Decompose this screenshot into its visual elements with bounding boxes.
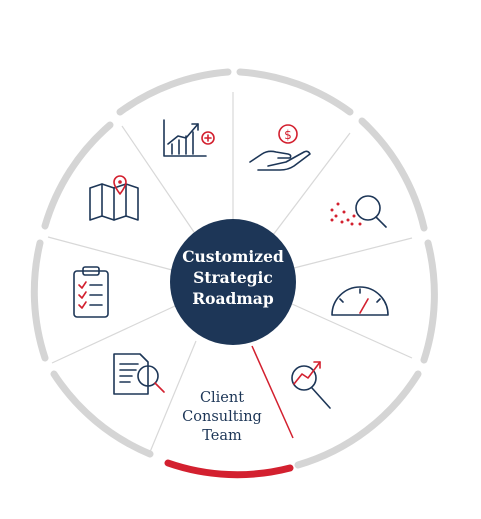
outer-ring — [30, 68, 438, 479]
center-title-line3: Roadmap — [192, 289, 274, 308]
center-title-line1: Customized — [182, 247, 284, 266]
growth-chart-icon — [163, 119, 215, 157]
trend-magnifier-icon — [291, 361, 331, 409]
highlight-ring-accent — [164, 459, 294, 479]
highlight-label-line3: Team — [202, 428, 242, 444]
map-pin-icon — [89, 175, 139, 221]
svg-text:$: $ — [284, 128, 292, 142]
magnify-analysis-icon — [330, 195, 387, 228]
center-hub: Customized Strategic Roadmap — [170, 219, 296, 345]
gauge-icon — [331, 286, 389, 316]
checklist-clipboard-icon — [73, 266, 109, 318]
client-consulting-team-label: Client Consulting Team — [182, 390, 262, 444]
hand-money-icon: $ — [249, 124, 311, 171]
segment-dividers — [47, 92, 413, 453]
highlight-label-line2: Consulting — [182, 409, 262, 425]
document-search-icon — [113, 353, 165, 395]
highlight-divider — [251, 345, 294, 439]
highlight-label-line1: Client — [200, 390, 244, 406]
center-title-line2: Strategic — [193, 268, 273, 287]
